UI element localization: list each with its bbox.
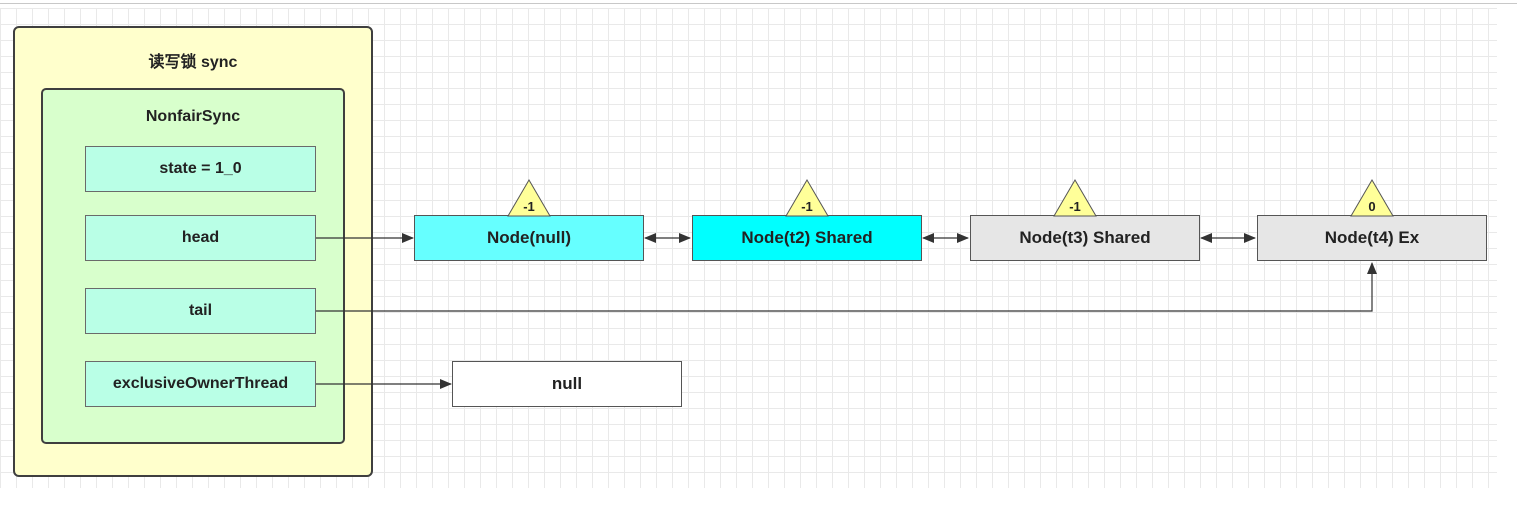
- node-t2-shared: Node(t2) Shared: [692, 215, 922, 261]
- node-t3-shared: Node(t3) Shared: [970, 215, 1200, 261]
- head-field: head: [85, 215, 316, 261]
- node-null: Node(null): [414, 215, 644, 261]
- exclusive-owner-thread-field: exclusiveOwnerThread: [85, 361, 316, 407]
- state-field: state = 1_0: [85, 146, 316, 192]
- node-t4-ex: Node(t4) Ex: [1257, 215, 1487, 261]
- wait-status-label-3: -1: [1069, 199, 1081, 214]
- nonfair-sync-title: NonfairSync: [145, 108, 241, 125]
- top-border: [0, 3, 1517, 4]
- tail-arrow: [316, 262, 1377, 312]
- null-target-box: null: [452, 361, 682, 407]
- tail-field: tail: [85, 288, 316, 334]
- wait-status-triangle-3: [1053, 179, 1097, 217]
- wait-status-triangle-4: [1350, 179, 1394, 217]
- wait-status-label-2: -1: [801, 199, 813, 214]
- wait-status-triangle-2: [785, 179, 829, 217]
- wait-status-label-1: -1: [523, 199, 535, 214]
- wait-status-triangle-1: [507, 179, 551, 217]
- sync-title: 读写锁 sync: [148, 54, 238, 71]
- wait-status-label-4: 0: [1368, 199, 1376, 214]
